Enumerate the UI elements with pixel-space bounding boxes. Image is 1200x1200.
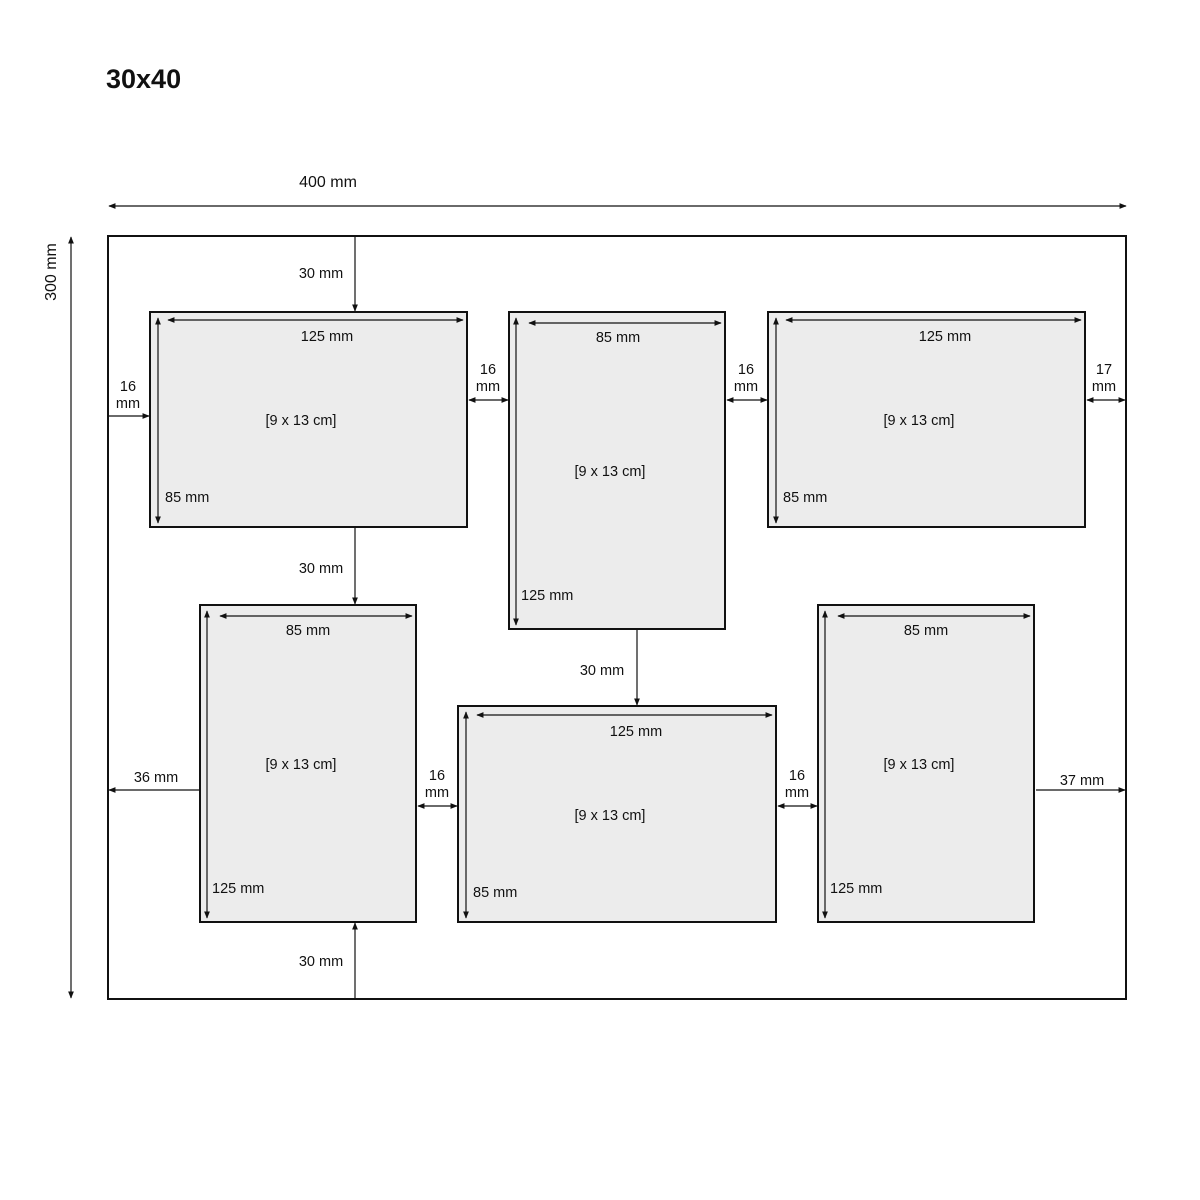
right-margin-top-value: 17 bbox=[1096, 362, 1112, 378]
right-margin-bottom-label: 37 mm bbox=[1060, 773, 1104, 789]
window-height-label: 125 mm bbox=[521, 588, 573, 604]
window-bottom-middle: 125 mm 85 mm [9 x 13 cm] bbox=[457, 705, 777, 923]
window-height-label: 85 mm bbox=[165, 490, 209, 506]
gap-bottom-1-value: 16 bbox=[429, 768, 445, 784]
gap-top-2-unit: mm bbox=[734, 379, 758, 395]
window-opening bbox=[199, 604, 417, 923]
left-margin-top-value: 16 bbox=[120, 379, 136, 395]
top-margin-label: 30 mm bbox=[299, 266, 343, 282]
frame-height-label: 300 mm bbox=[43, 243, 60, 301]
row-gap-left-label: 30 mm bbox=[299, 561, 343, 577]
window-height-label: 125 mm bbox=[830, 881, 882, 897]
window-width-label: 125 mm bbox=[301, 329, 353, 345]
window-top-right: 125 mm 85 mm [9 x 13 cm] bbox=[767, 311, 1086, 528]
window-top-left: 125 mm 85 mm [9 x 13 cm] bbox=[149, 311, 468, 528]
photo-size-label: [9 x 13 cm] bbox=[575, 808, 646, 824]
window-opening bbox=[149, 311, 468, 528]
window-width-label: 85 mm bbox=[596, 330, 640, 346]
photo-size-label: [9 x 13 cm] bbox=[266, 757, 337, 773]
window-bottom-right: 85 mm 125 mm [9 x 13 cm] bbox=[817, 604, 1035, 923]
left-margin-bottom-label: 36 mm bbox=[134, 770, 178, 786]
window-width-label: 85 mm bbox=[286, 623, 330, 639]
window-opening bbox=[508, 311, 726, 630]
window-height-label: 85 mm bbox=[783, 490, 827, 506]
right-margin-top-unit: mm bbox=[1092, 379, 1116, 395]
window-opening bbox=[817, 604, 1035, 923]
bottom-margin-label: 30 mm bbox=[299, 954, 343, 970]
diagram-title: 30x40 bbox=[106, 64, 181, 94]
frame-width-label: 400 mm bbox=[299, 174, 357, 191]
gap-top-1-value: 16 bbox=[480, 362, 496, 378]
gap-bottom-1-unit: mm bbox=[425, 785, 449, 801]
window-height-label: 85 mm bbox=[473, 885, 517, 901]
window-width-label: 125 mm bbox=[919, 329, 971, 345]
photo-size-label: [9 x 13 cm] bbox=[266, 413, 337, 429]
window-top-middle: 85 mm 125 mm [9 x 13 cm] bbox=[508, 311, 726, 630]
gap-top-1-unit: mm bbox=[476, 379, 500, 395]
window-width-label: 85 mm bbox=[904, 623, 948, 639]
gap-bottom-2-unit: mm bbox=[785, 785, 809, 801]
frame-outline bbox=[107, 235, 1127, 1000]
gap-top-2-value: 16 bbox=[738, 362, 754, 378]
window-bottom-left: 85 mm 125 mm [9 x 13 cm] bbox=[199, 604, 417, 923]
photo-size-label: [9 x 13 cm] bbox=[884, 757, 955, 773]
gap-bottom-2-value: 16 bbox=[789, 768, 805, 784]
row-gap-middle-label: 30 mm bbox=[580, 663, 624, 679]
photo-size-label: [9 x 13 cm] bbox=[884, 413, 955, 429]
window-opening bbox=[767, 311, 1086, 528]
window-opening bbox=[457, 705, 777, 923]
left-margin-top-unit: mm bbox=[116, 396, 140, 412]
photo-size-label: [9 x 13 cm] bbox=[575, 464, 646, 480]
window-height-label: 125 mm bbox=[212, 881, 264, 897]
window-width-label: 125 mm bbox=[610, 724, 662, 740]
